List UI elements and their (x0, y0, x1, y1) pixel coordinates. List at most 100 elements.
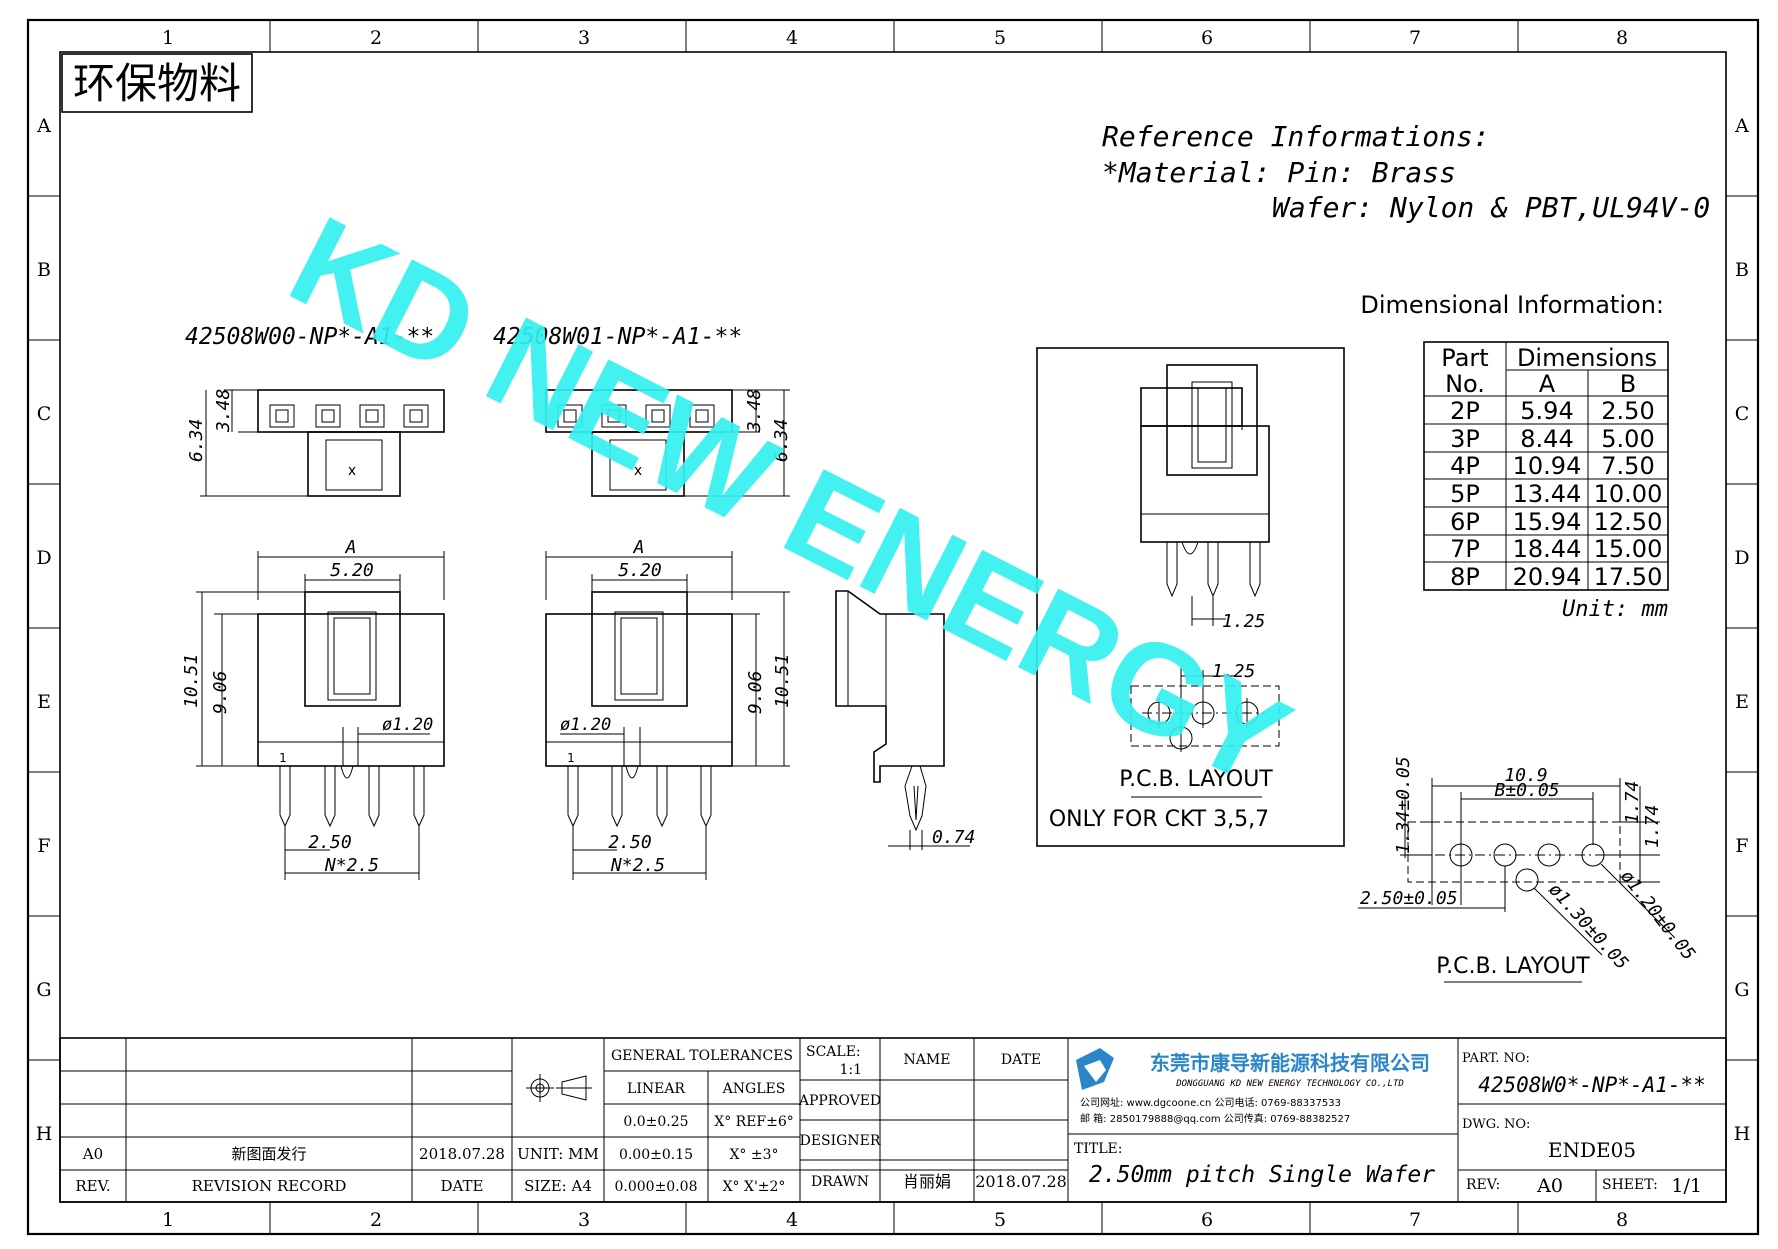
dim-row-a: 15.94 (1513, 508, 1582, 536)
dim-phi120-w01: ø1.20 (560, 715, 611, 735)
col-label-2-bottom: 2 (370, 1209, 382, 1231)
dim-row-a: 13.44 (1513, 480, 1582, 508)
col-label-4-bottom: 4 (786, 1209, 798, 1231)
company-logo-icon (1076, 1048, 1114, 1090)
dim-row-b: 2.50 (1601, 397, 1654, 425)
tolerance-angle-3: X° X'±2° (723, 1179, 786, 1195)
col-label-4-top: 4 (786, 27, 798, 49)
dwg-no-value: ENDE05 (1548, 1138, 1636, 1162)
row-label-e-left: E (37, 691, 51, 713)
dim-348-w01: 3.48 (744, 389, 765, 433)
company-name-cn: 东莞市康导新能源科技有限公司 (1150, 1051, 1430, 1075)
dim-520-w00: 5.20 (330, 560, 373, 581)
name-header: NAME (904, 1052, 951, 1068)
dim-074: 0.74 (932, 827, 975, 848)
pin-one-w00: 1 (279, 751, 287, 765)
row-label-h-right: H (1734, 1123, 1751, 1145)
dim-a-w00: A (345, 537, 357, 558)
rev-description: 新图面发行 (231, 1145, 306, 1163)
front-view-w00 (196, 551, 445, 880)
pcb-dim-174a: 1.74 (1622, 781, 1643, 824)
dim-row-b: 12.50 (1594, 508, 1663, 536)
col-label-6-bottom: 6 (1201, 1209, 1213, 1231)
col-label-8-top: 8 (1616, 27, 1628, 49)
pcb-layout-right (1358, 778, 1676, 983)
pcb-box-note: ONLY FOR CKT 3,5,7 (1049, 807, 1269, 832)
rev-date: 2018.07.28 (419, 1145, 505, 1163)
col-label-8-bottom: 8 (1616, 1209, 1628, 1231)
sheet-value: 1/1 (1671, 1175, 1702, 1197)
row-label-a-right: A (1734, 115, 1749, 137)
dim-row-part: 5P (1450, 480, 1480, 508)
pcb-dim-phi120: ø1.20±0.05 (1616, 866, 1699, 964)
row-label-e-right: E (1735, 691, 1749, 713)
dim-row-part: 3P (1450, 425, 1480, 453)
pcb-dim-b: B±0.05 (1494, 780, 1559, 801)
title-block-grid (59, 1037, 1727, 1203)
row-label-d-right: D (1734, 547, 1749, 569)
dim-row-b: 7.50 (1601, 452, 1654, 480)
dim-col-b: B (1620, 370, 1636, 398)
eco-label-box (61, 53, 253, 113)
part-no-value: 42508W0*-NP*-A1-** (1478, 1073, 1706, 1097)
row-label-a-left: A (36, 115, 51, 137)
row-label-c-left: C (37, 403, 52, 425)
dimensional-info-heading: Dimensional Information: (1360, 291, 1664, 319)
col-label-5-bottom: 5 (994, 1209, 1006, 1231)
row-label-b-right: B (1735, 259, 1749, 281)
dim-row-b: 17.50 (1594, 563, 1663, 591)
dim-row-part: 7P (1450, 535, 1480, 563)
dim-row-b: 10.00 (1594, 480, 1663, 508)
col-label-6-top: 6 (1201, 27, 1213, 49)
pcb-layout-box (1036, 347, 1345, 847)
dim-n25-w00: N*2.5 (324, 855, 379, 876)
dim-250-w00: 2.50 (308, 832, 351, 853)
dim-row-part: 6P (1450, 508, 1480, 536)
column-grid (269, 20, 1519, 1234)
drawn-name: 肖丽娟 (903, 1172, 951, 1191)
row-label-b-left: B (37, 259, 51, 281)
pcb-box-layout-label: P.C.B. LAYOUT (1119, 767, 1273, 792)
size-label: SIZE: A4 (524, 1177, 592, 1195)
designer-label: DESIGNER (800, 1133, 881, 1149)
dim-col-dimensions: Dimensions (1517, 344, 1657, 372)
drawing-title: 2.50mm pitch Single Wafer (1089, 1162, 1435, 1188)
unit-label: UNIT: MM (517, 1145, 599, 1163)
dim-520-w01: 5.20 (618, 560, 661, 581)
dim-1051-w00: 10.51 (181, 654, 202, 708)
scale-label: SCALE: (806, 1044, 861, 1060)
pcb-dim-174b: 1.74 (1642, 805, 1663, 848)
dim-row-a: 10.94 (1513, 452, 1582, 480)
dim-col-part-bottom: No. (1445, 370, 1485, 398)
col-label-5-top: 5 (994, 27, 1006, 49)
mark-x-w00: x (348, 463, 356, 479)
dim-row-a: 8.44 (1520, 425, 1573, 453)
tolerance-angle-2: X° ±3° (729, 1147, 778, 1163)
col-label-2-top: 2 (370, 27, 382, 49)
part-label-w01: 42508W01-NP*-A1-** (493, 324, 742, 350)
tolerance-linear-2: 0.00±0.15 (619, 1147, 693, 1163)
general-tolerances-header: GENERAL TOLERANCES (611, 1048, 793, 1064)
pcb-dim-134: 1.34±0.05 (1393, 756, 1414, 854)
approved-label: APPROVED (798, 1093, 881, 1109)
reference-heading: Reference Informations: (1102, 120, 1490, 153)
company-contact-2: 邮 箱: 2850179888@qq.com 公司传真: 0769-883825… (1080, 1112, 1350, 1125)
part-no-label: PART. NO: (1462, 1051, 1530, 1066)
tolerance-angle-1: X° REF±6° (714, 1114, 794, 1130)
row-label-d-left: D (36, 547, 51, 569)
dim-col-part-top: Part (1441, 344, 1488, 372)
top-view-w00 (200, 389, 445, 497)
dim-n25-w01: N*2.5 (610, 855, 665, 876)
date-header-approval: DATE (1001, 1052, 1041, 1068)
tolerance-linear-3: 0.000±0.08 (615, 1179, 698, 1195)
row-label-h-left: H (36, 1123, 53, 1145)
dim-row-b: 5.00 (1601, 425, 1654, 453)
row-label-f-right: F (1735, 835, 1748, 857)
rev-header: REV. (75, 1177, 110, 1195)
col-label-1-bottom: 1 (162, 1209, 174, 1231)
company-contact-1: 公司网址: www.dgcoone.cn 公司电话: 0769-88337533 (1080, 1096, 1341, 1109)
pcb-dim-109: 10.9 (1504, 765, 1547, 786)
dimensions-table (1423, 341, 1669, 591)
scale-value: 1:1 (839, 1062, 862, 1078)
eco-label: 环保物料 (73, 59, 241, 108)
